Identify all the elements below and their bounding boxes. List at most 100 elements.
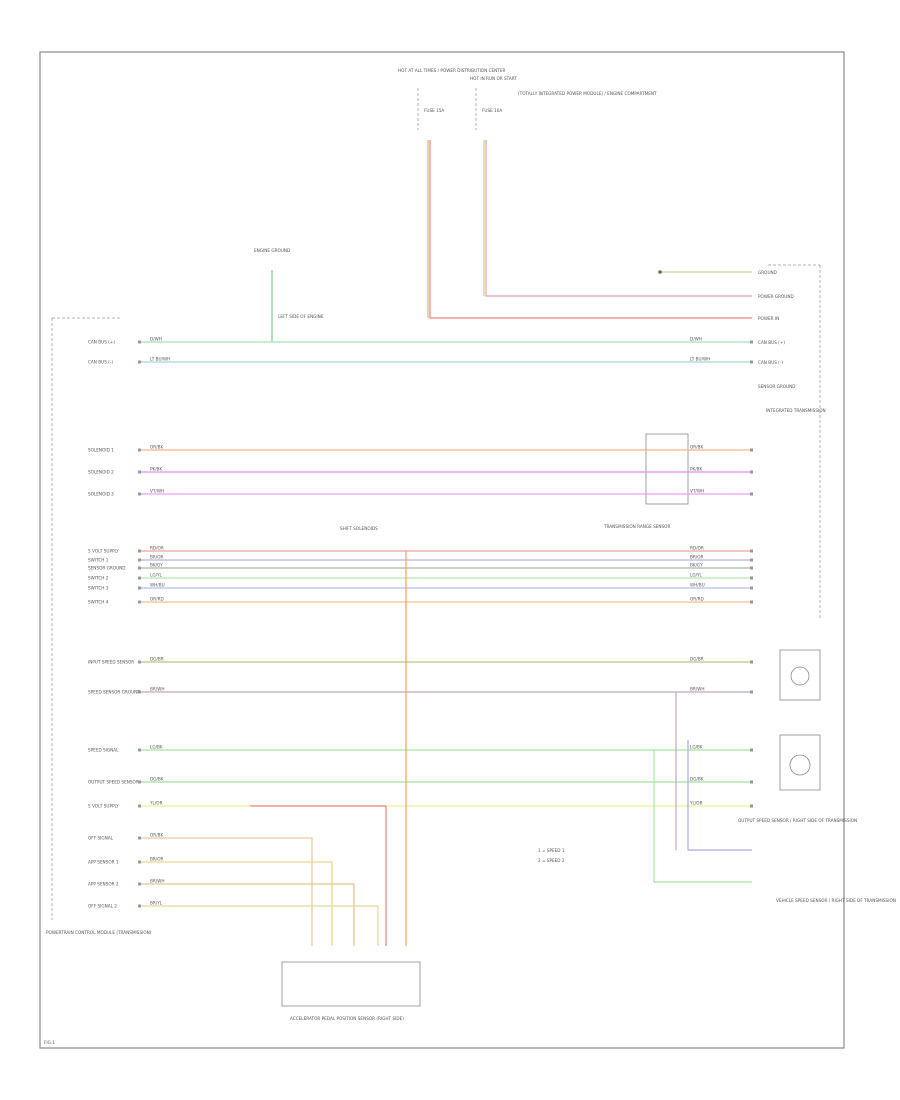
pin-right: [750, 470, 753, 474]
pin-left: [138, 576, 141, 580]
top-note: (TOTALLY INTEGRATED POWER MODULE) / ENGI…: [518, 91, 657, 96]
wire-code: YL/OR: [149, 801, 163, 806]
lower-wire-name: APP SENSOR 1: [88, 860, 119, 865]
pin-right: [750, 448, 753, 452]
wire-code: OR/RD: [150, 597, 164, 602]
frame-caption: FIG.1: [44, 1040, 55, 1045]
wire-name: CAN BUS (+): [88, 340, 115, 345]
wire-name: SPEED SIGNAL: [88, 748, 119, 753]
vss-wire-2: [653, 750, 752, 883]
right-upper-label: INTEGRATED TRANSMISSION: [766, 408, 826, 413]
lower-wire-line: [140, 883, 355, 946]
wire-code: OR/BK: [150, 445, 163, 450]
wire-code-right: BK/GY: [690, 563, 703, 568]
shift-label: SHIFT SOLENOIDS: [340, 526, 378, 531]
solenoid-connector: [645, 433, 689, 505]
wire-code-right: WH/BU: [690, 583, 705, 588]
top-source-2-fuse: FUSE 10A: [482, 108, 502, 113]
pin-right: [750, 804, 753, 808]
pin-right: [750, 748, 753, 752]
lower-wire-1: APP SENSOR 1BR/OR: [88, 857, 333, 946]
pin-right: [750, 558, 753, 562]
ground-label: ENGINE GROUND: [254, 248, 290, 253]
legend-item-2: 2 = SPEED 2: [538, 858, 565, 863]
wire-code-right: OR/RD: [690, 597, 704, 602]
lower-wire-line: [140, 837, 313, 946]
lower-pin: [138, 904, 141, 908]
right-label-group: GROUND POWER GROUND POWER IN CAN BUS (+)…: [758, 270, 796, 389]
pin-left: [138, 660, 141, 664]
wire-name: SWITCH 3: [88, 586, 109, 591]
wire-code: VT/WH: [150, 489, 164, 494]
input-sensor-symbol: [790, 666, 810, 686]
output-sensor-symbol: [789, 754, 811, 776]
pin-right: [750, 566, 753, 570]
wire-code: DG/BK: [150, 777, 164, 782]
right-label-sensor-ground: SENSOR GROUND: [758, 384, 796, 389]
wire-name: SENSOR GROUND: [88, 566, 126, 571]
pin-left: [138, 492, 141, 496]
legend-item-1: 1 = SPEED 1: [538, 848, 565, 853]
wire-code-right: OR/BK: [690, 445, 703, 450]
wire-code: RD/OR: [150, 546, 164, 551]
wire-code-right: BR/OR: [690, 555, 703, 560]
wire-name: OUTPUT SPEED SENSOR: [88, 780, 139, 785]
lower-pin: [138, 882, 141, 886]
pin-right: [750, 360, 753, 364]
diagram-frame: [39, 51, 845, 1049]
pin-left: [138, 470, 141, 474]
right-label-ground: GROUND: [758, 270, 777, 275]
wire-code-right: RD/OR: [690, 546, 704, 551]
lower-wire-line: [140, 905, 379, 946]
pin-right: [750, 492, 753, 496]
wire-code-right: LG/BK: [690, 745, 703, 750]
pin-right: [750, 576, 753, 580]
vss-wire-1: [687, 740, 752, 851]
wire-code-right: LG/YL: [690, 573, 703, 578]
pin-left: [138, 360, 141, 364]
wire-code: BK/GY: [150, 563, 163, 568]
lower-wire-3: OFF SIGNAL 2BR/YL: [88, 901, 379, 946]
wire-code-right: DG/BK: [690, 777, 704, 782]
wire-code-right: LT BU/WH: [690, 357, 710, 362]
wire-name: SPEED SENSOR GROUND: [88, 690, 141, 695]
lower-pin: [138, 836, 141, 840]
lower-wire-2: APP SENSOR 2 BR/WH: [88, 879, 355, 946]
ground-note: LEFT SIDE OF ENGINE: [278, 314, 324, 319]
wire-code-right: PK/BK: [690, 467, 703, 472]
wire-code: LG/YL: [150, 573, 163, 578]
right-label-can-minus: CAN BUS (-): [758, 360, 783, 365]
lower-wire-name: APP SENSOR 2: [88, 882, 119, 887]
lower-wire-code: BR/WH: [150, 879, 164, 884]
lower-wire-code: BR/YL: [150, 901, 163, 906]
wire-code-right: DG/BR: [690, 657, 704, 662]
input-speed-sensor-box: [779, 649, 821, 701]
wire-name: CAN BUS (-): [88, 360, 113, 365]
wire-name: SWITCH 1: [88, 558, 109, 563]
wire-name: 5 VOLT SUPPLY: [88, 804, 119, 809]
pin-left: [138, 558, 141, 562]
top-source-2-label: HOT IN RUN OR START: [470, 76, 517, 81]
wire-name: SOLENOID 1: [88, 448, 114, 453]
right-label-can-plus: CAN BUS (+): [758, 340, 785, 345]
wire-code: DG/BR: [150, 657, 164, 662]
wire-code: WH/BU: [150, 583, 165, 588]
output-speed-sensor-box: [779, 734, 821, 791]
pin-right: [750, 600, 753, 604]
pin-right: [750, 780, 753, 784]
wire-8: SWITCH 2 LG/YL LG/YL: [88, 573, 753, 581]
wire-name: SWITCH 2: [88, 576, 109, 581]
pin-right: [750, 586, 753, 590]
bottom-box-label: ACCELERATOR PEDAL POSITION SENSOR (RIGHT…: [290, 1016, 404, 1021]
